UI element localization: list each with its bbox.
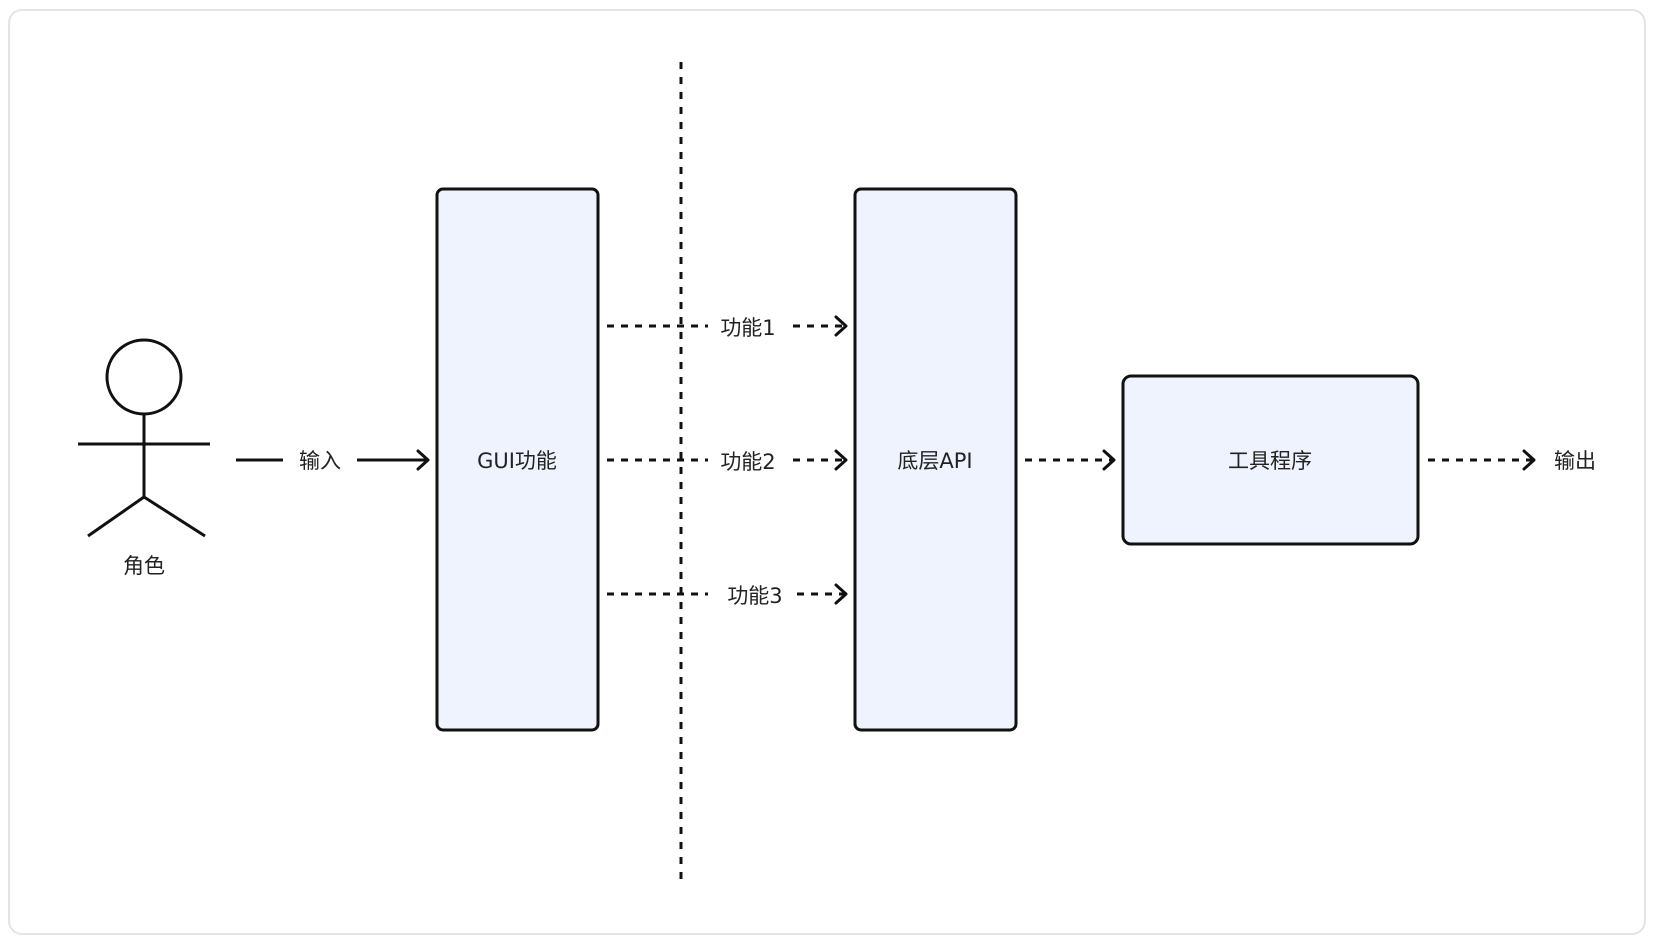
edge-output-label: 输出 — [1554, 449, 1596, 473]
actor-label: 角色 — [123, 554, 165, 578]
edge-func3-arrowhead — [834, 583, 848, 605]
actor-left-leg — [87, 495, 145, 538]
actor-head — [105, 338, 183, 416]
edge-func1 — [607, 315, 848, 337]
gui-function-label: GUI功能 — [477, 449, 557, 473]
api-box — [853, 187, 1018, 732]
edge-api-tool-arrowhead — [1102, 449, 1116, 471]
edge-func1-arrowhead — [834, 315, 848, 337]
edge-func2-arrowhead — [834, 449, 848, 471]
edge-output-arrowhead — [1522, 449, 1536, 471]
edge-input — [236, 449, 430, 471]
gui-function-box — [435, 187, 600, 732]
edge-api-tool — [1025, 449, 1116, 471]
tool-program-label: 工具程序 — [1228, 449, 1312, 473]
edge-func3-label: 功能3 — [727, 584, 782, 608]
actor-figure — [78, 338, 210, 538]
edge-func2 — [607, 449, 848, 471]
api-label: 底层API — [897, 449, 972, 473]
edge-func2-label: 功能2 — [720, 450, 775, 474]
edge-func3 — [607, 583, 848, 605]
tool-program-box — [1121, 374, 1420, 546]
edge-output — [1428, 449, 1536, 471]
edge-input-arrowhead — [416, 449, 430, 471]
edge-func1-label: 功能1 — [720, 316, 775, 340]
edge-input-label: 输入 — [299, 449, 341, 473]
actor-right-leg — [143, 495, 206, 538]
